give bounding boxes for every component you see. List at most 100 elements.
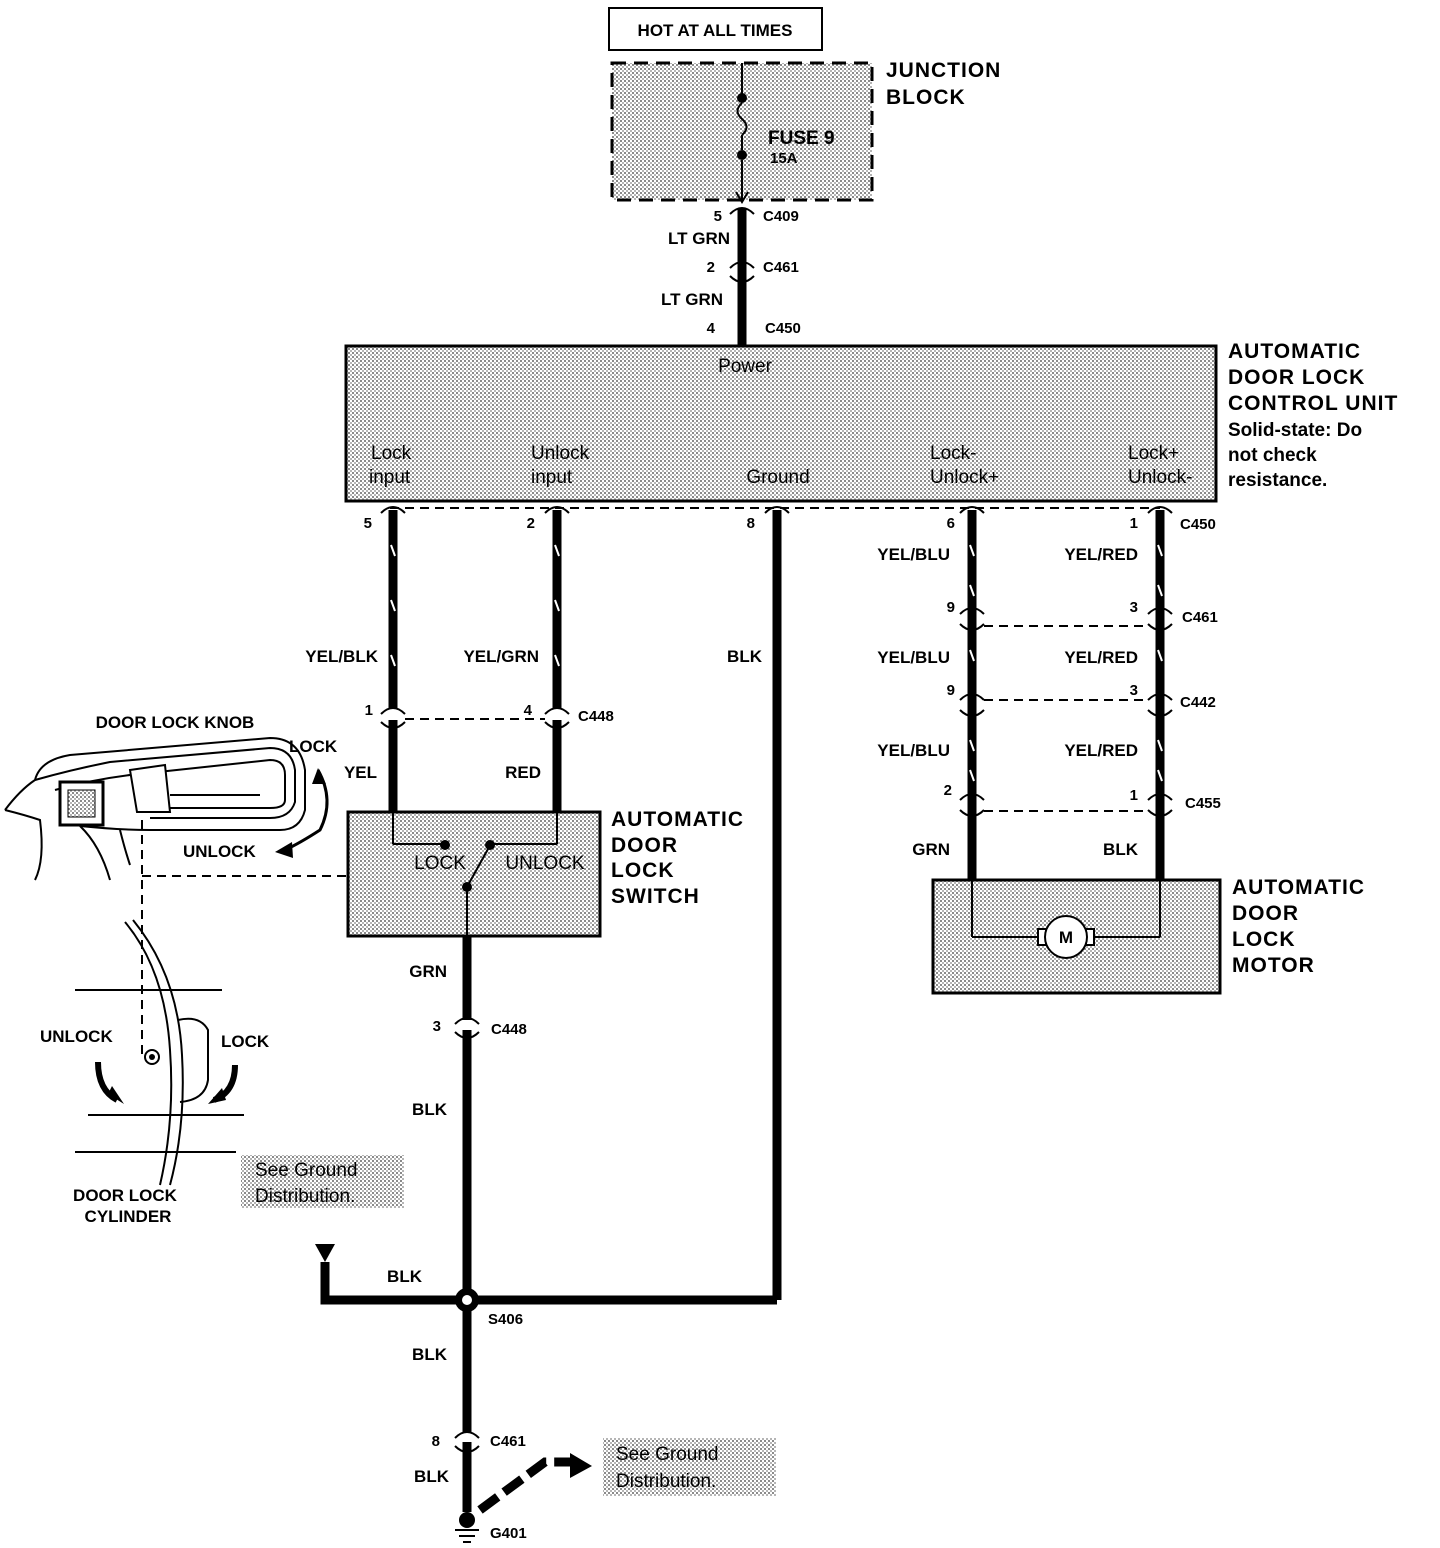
svg-text:YEL/BLU: YEL/BLU xyxy=(877,741,950,760)
svg-text:UNLOCK: UNLOCK xyxy=(505,853,585,874)
svg-text:BLK: BLK xyxy=(1103,840,1139,859)
svg-text:MOTOR: MOTOR xyxy=(1232,954,1315,977)
svg-text:SWITCH: SWITCH xyxy=(611,885,700,908)
svg-text:1: 1 xyxy=(365,702,373,719)
svg-text:AUTOMATIC: AUTOMATIC xyxy=(1228,340,1361,363)
power-feed-wire: 5 C409 LT GRN 2 C461 LT GRN 4 C450 xyxy=(661,207,801,346)
svg-text:LT GRN: LT GRN xyxy=(668,229,730,248)
svg-text:RED: RED xyxy=(505,763,541,782)
svg-text:CYLINDER: CYLINDER xyxy=(85,1207,172,1226)
svg-text:DOOR LOCK: DOOR LOCK xyxy=(73,1186,178,1205)
svg-text:LOCK: LOCK xyxy=(289,737,338,756)
svg-text:8: 8 xyxy=(432,1433,440,1450)
svg-text:Power: Power xyxy=(718,356,773,377)
control-unit-ground-wire: BLK xyxy=(727,506,790,1300)
lock-plus-unlock-minus-wire xyxy=(1147,506,1173,880)
svg-text:2: 2 xyxy=(707,259,715,276)
svg-text:9: 9 xyxy=(947,682,955,699)
svg-text:YEL/RED: YEL/RED xyxy=(1064,741,1138,760)
svg-text:YEL/BLU: YEL/BLU xyxy=(877,545,950,564)
svg-text:1: 1 xyxy=(1130,515,1138,532)
svg-text:LT GRN: LT GRN xyxy=(661,290,723,309)
switch-ground-wire: GRN 3 C448 BLK xyxy=(409,936,527,1512)
svg-text:M: M xyxy=(1059,928,1073,947)
svg-text:BLOCK: BLOCK xyxy=(886,86,966,109)
svg-text:C442: C442 xyxy=(1180,694,1216,711)
svg-text:Distribution.: Distribution. xyxy=(255,1186,355,1207)
svg-text:LOCK: LOCK xyxy=(221,1032,270,1051)
svg-text:C461: C461 xyxy=(763,259,799,276)
svg-text:2: 2 xyxy=(527,515,535,532)
svg-text:C450: C450 xyxy=(765,320,801,337)
svg-text:BLK: BLK xyxy=(414,1467,450,1486)
svg-text:9: 9 xyxy=(947,599,955,616)
svg-text:Solid-state: Do: Solid-state: Do xyxy=(1228,420,1362,441)
svg-text:LOCK: LOCK xyxy=(1232,928,1296,951)
svg-text:DOOR LOCK KNOB: DOOR LOCK KNOB xyxy=(96,713,255,732)
svg-text:6: 6 xyxy=(947,515,955,532)
lock-input-wire xyxy=(380,506,406,812)
svg-text:3: 3 xyxy=(433,1018,441,1035)
svg-text:AUTOMATIC: AUTOMATIC xyxy=(1232,876,1365,899)
svg-text:C448: C448 xyxy=(578,708,614,725)
svg-text:CONTROL UNIT: CONTROL UNIT xyxy=(1228,392,1398,415)
see-ground-distribution-upper[interactable]: See Ground Distribution. xyxy=(241,1155,404,1208)
svg-text:LOCK: LOCK xyxy=(414,853,466,874)
svg-text:YEL/RED: YEL/RED xyxy=(1064,545,1138,564)
svg-text:UNLOCK: UNLOCK xyxy=(40,1027,113,1046)
svg-text:BLK: BLK xyxy=(412,1100,448,1119)
svg-text:BLK: BLK xyxy=(412,1345,448,1364)
svg-text:BLK: BLK xyxy=(727,647,763,666)
svg-text:Unlock: Unlock xyxy=(531,443,590,464)
control-unit-title: AUTOMATIC DOOR LOCK CONTROL UNIT Solid-s… xyxy=(1228,340,1398,491)
lock-minus-unlock-plus-wire xyxy=(959,506,985,880)
svg-text:4: 4 xyxy=(524,702,533,719)
svg-text:DOOR: DOOR xyxy=(1232,902,1299,925)
left-wire-labels: YEL/BLK YEL/GRN 1 4 C448 YEL RED xyxy=(305,647,614,782)
svg-text:UNLOCK: UNLOCK xyxy=(183,842,256,861)
right-wire-labels: YEL/BLU YEL/RED 9 3 C461 YEL/BLU YEL/RED… xyxy=(877,545,1221,859)
svg-text:Lock-: Lock- xyxy=(930,443,976,464)
hot-at-all-times-box: HOT AT ALL TIMES xyxy=(608,7,823,51)
svg-text:resistance.: resistance. xyxy=(1228,470,1327,491)
svg-text:5: 5 xyxy=(714,208,722,225)
svg-text:3: 3 xyxy=(1130,599,1138,616)
svg-text:Lock: Lock xyxy=(371,443,412,464)
svg-text:1: 1 xyxy=(1130,787,1138,804)
automatic-door-lock-control-unit: Power Lock input Unlock input Ground Loc… xyxy=(344,344,1218,509)
junction-block: FUSE 9 15A JUNCTION BLOCK xyxy=(610,59,1001,204)
svg-text:Ground: Ground xyxy=(746,467,809,488)
fuse-rating: 15A xyxy=(770,150,798,167)
control-unit-pins: 5 2 8 6 1 C450 xyxy=(364,515,1216,533)
svg-text:5: 5 xyxy=(364,515,372,532)
svg-text:Distribution.: Distribution. xyxy=(616,1471,716,1492)
svg-text:Unlock+: Unlock+ xyxy=(930,467,999,488)
svg-text:GRN: GRN xyxy=(912,840,950,859)
svg-text:C448: C448 xyxy=(491,1021,527,1038)
svg-text:YEL/BLK: YEL/BLK xyxy=(305,647,378,666)
svg-text:JUNCTION: JUNCTION xyxy=(886,59,1001,82)
svg-text:not check: not check xyxy=(1228,445,1317,466)
motor-icon xyxy=(1044,915,1088,959)
automatic-door-lock-switch: LOCK UNLOCK AUTOMATIC DOOR LOCK SWITCH xyxy=(346,808,743,938)
svg-text:See Ground: See Ground xyxy=(616,1444,718,1465)
svg-text:8: 8 xyxy=(747,515,755,532)
unlock-input-wire xyxy=(544,506,570,812)
svg-text:BLK: BLK xyxy=(387,1267,423,1286)
svg-text:G401: G401 xyxy=(490,1525,527,1542)
svg-text:input: input xyxy=(531,467,573,488)
see-ground-distribution-lower[interactable]: See Ground Distribution. xyxy=(603,1438,776,1496)
svg-text:GRN: GRN xyxy=(409,962,447,981)
svg-text:3: 3 xyxy=(1130,682,1138,699)
svg-text:HOT AT ALL TIMES: HOT AT ALL TIMES xyxy=(638,21,793,40)
svg-text:Unlock-: Unlock- xyxy=(1128,467,1192,488)
svg-text:YEL/RED: YEL/RED xyxy=(1064,648,1138,667)
svg-text:See Ground: See Ground xyxy=(255,1160,357,1181)
svg-text:DOOR LOCK: DOOR LOCK xyxy=(1228,366,1365,389)
svg-text:4: 4 xyxy=(707,320,716,337)
svg-text:C409: C409 xyxy=(763,208,799,225)
door-lock-cylinder-illustration: UNLOCK LOCK DOOR LOCK CYLINDER xyxy=(40,919,270,1226)
fuse-label: FUSE 9 xyxy=(768,128,835,149)
svg-text:2: 2 xyxy=(944,782,952,799)
